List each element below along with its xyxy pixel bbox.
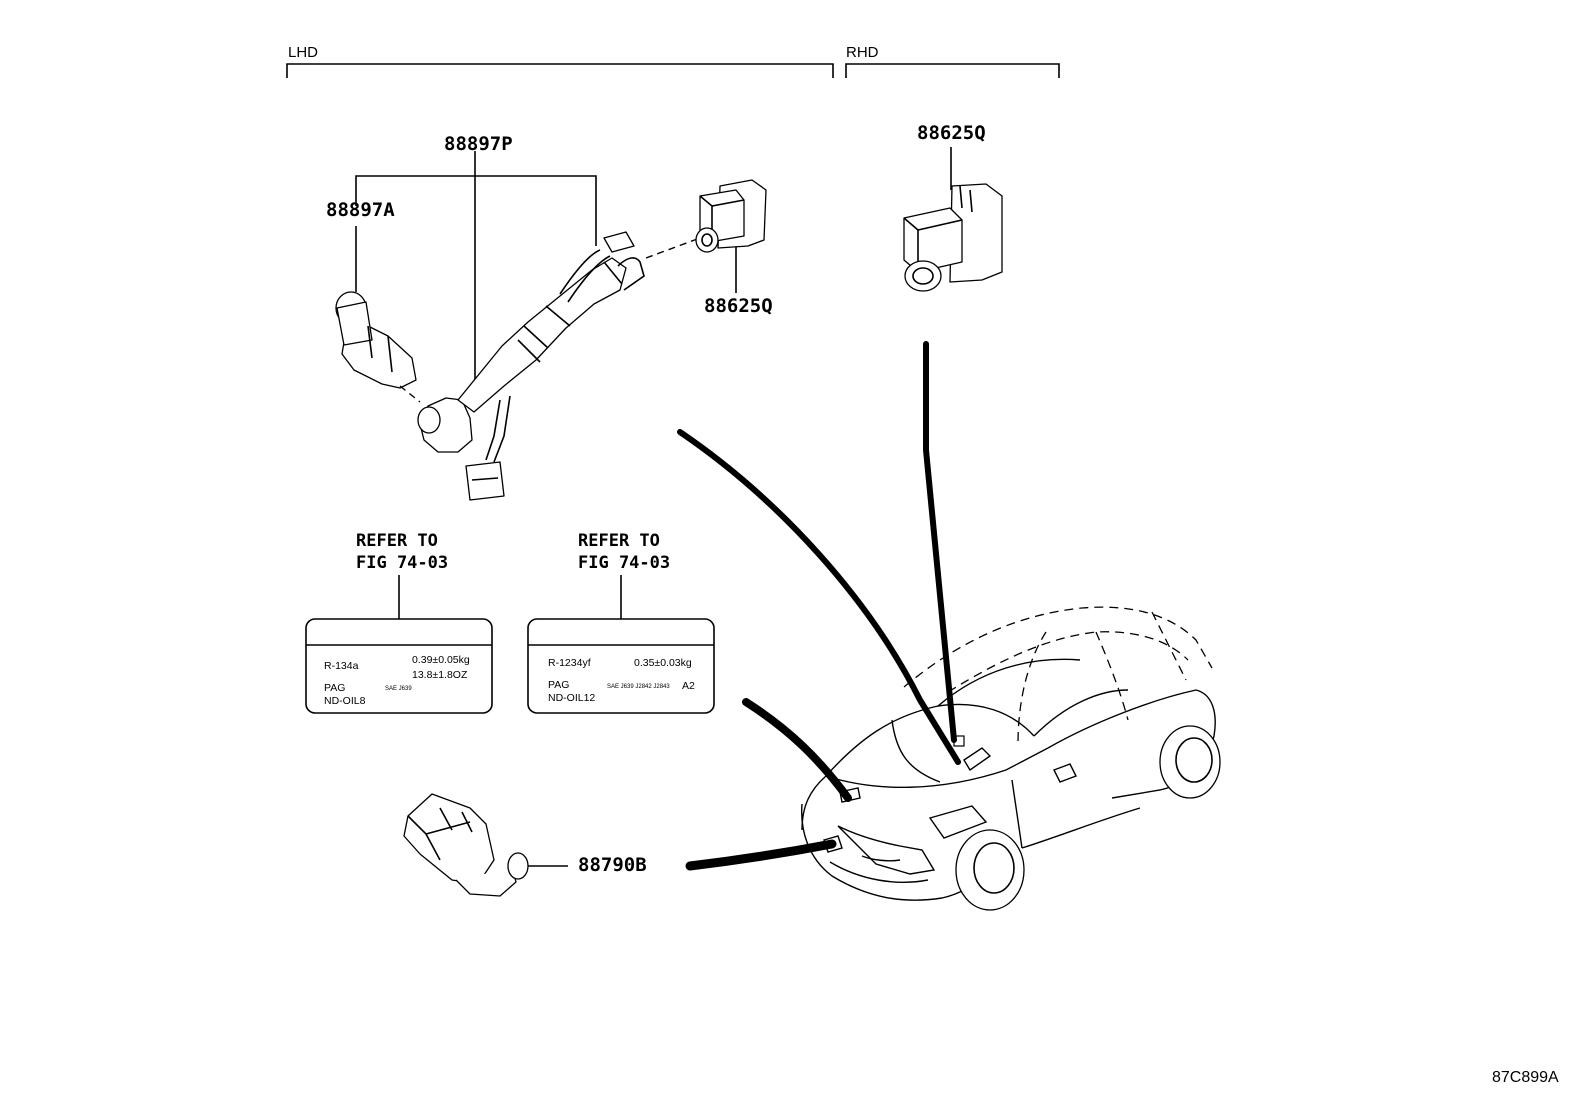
left-amount-kg: 0.39±0.05kg xyxy=(412,654,470,666)
part-number-88897a[interactable]: 88897A xyxy=(326,199,395,221)
right-amount-kg: 0.35±0.03kg xyxy=(634,657,692,669)
sensor-88790b-drawing xyxy=(403,793,529,897)
right-oil-name: ND-OIL12 xyxy=(548,692,595,704)
right-oil-suffix: A2 xyxy=(682,680,695,692)
sensor-rhd-drawing xyxy=(903,183,1003,292)
right-oil-type: PAG xyxy=(548,679,569,691)
refer-left-line2: FIG 74-03 xyxy=(356,553,448,573)
rhd-bracket: RHD xyxy=(845,44,1060,78)
location-arrows xyxy=(677,341,961,871)
refer-left-line1: REFER TO xyxy=(356,531,438,551)
part-number-88625q-lhd[interactable]: 88625Q xyxy=(704,295,773,317)
pressure-switch-drawing xyxy=(335,291,421,403)
harness-leader-bracket xyxy=(355,175,597,246)
refer-right-line1: REFER TO xyxy=(578,531,660,551)
lhd-label: LHD xyxy=(288,44,318,61)
left-oil-type: PAG xyxy=(324,682,345,694)
figure-code: 87C899A xyxy=(1492,1069,1559,1086)
right-refrigerant: R-1234yf xyxy=(548,657,591,669)
left-amount-oz: 13.8±1.8OZ xyxy=(412,669,468,681)
car-outline-drawing xyxy=(801,606,1221,911)
left-refrigerant: R-134a xyxy=(324,660,359,672)
refrigerant-label-left[interactable]: R-134a 0.39±0.05kg 13.8±1.8OZ PAG SAE J6… xyxy=(305,618,493,714)
refrigerant-label-right[interactable]: R-1234yf 0.35±0.03kg PAG SAE J639 J2842 … xyxy=(527,618,715,714)
left-oil-spec: SAE J639 xyxy=(385,686,412,692)
part-number-88790b[interactable]: 88790B xyxy=(578,854,647,876)
refer-right-line2: FIG 74-03 xyxy=(578,553,670,573)
left-oil-name: ND-OIL8 xyxy=(324,695,366,707)
refer-note-left: REFER TO FIG 74-03 xyxy=(356,531,448,619)
sensor-lhd-drawing xyxy=(695,179,767,253)
wire-harness-drawing xyxy=(417,231,701,501)
part-number-88625q-rhd[interactable]: 88625Q xyxy=(917,122,986,144)
part-number-88897p[interactable]: 88897P xyxy=(444,133,513,155)
rhd-label: RHD xyxy=(846,44,879,61)
lhd-bracket: LHD xyxy=(286,44,834,78)
refer-note-right: REFER TO FIG 74-03 xyxy=(578,531,670,619)
right-oil-spec: SAE J639 J2842 J2843 xyxy=(607,684,670,690)
